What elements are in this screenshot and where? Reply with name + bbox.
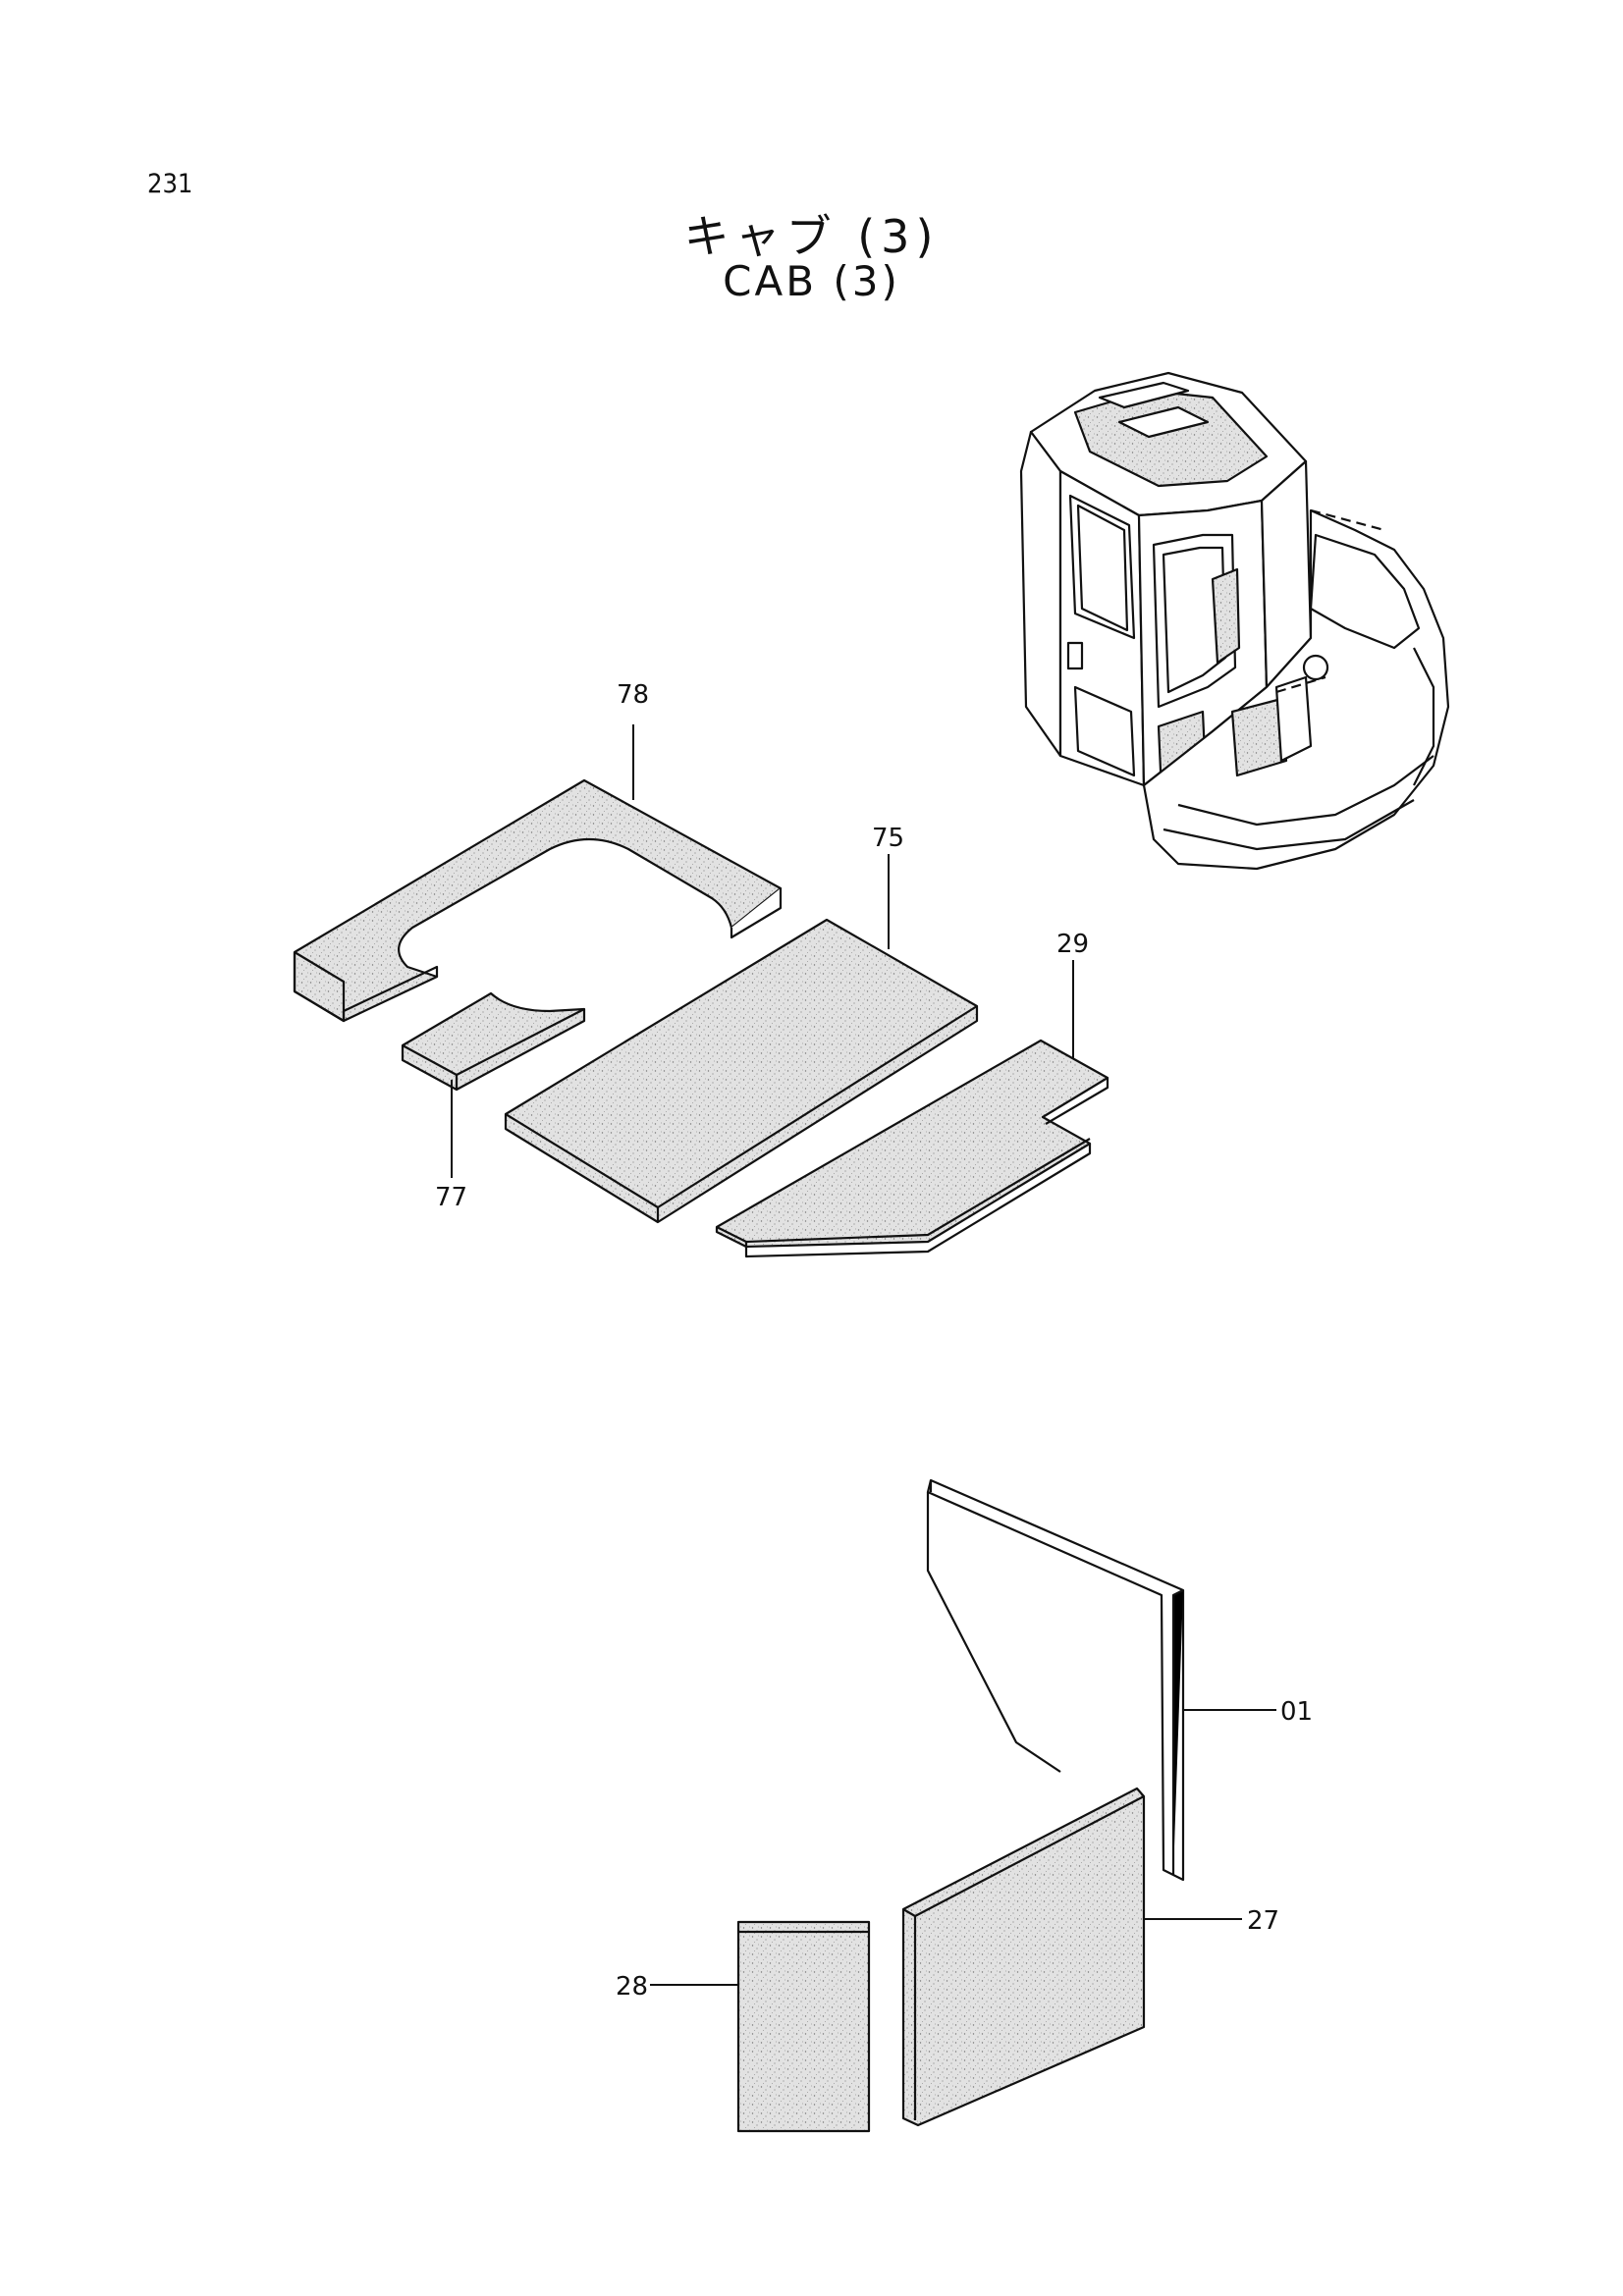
leader-lines bbox=[451, 724, 1276, 1986]
part-75-mat bbox=[504, 918, 979, 1224]
page-number: 231 bbox=[147, 169, 193, 199]
callout-28: 28 bbox=[616, 1972, 648, 2002]
callout-labels: 78 75 29 77 01 27 28 bbox=[435, 680, 1313, 2002]
title-english: CAB (3) bbox=[723, 257, 900, 305]
callout-78: 78 bbox=[617, 680, 649, 710]
callout-75: 75 bbox=[872, 824, 904, 853]
part-29-mat bbox=[715, 1039, 1109, 1258]
part-78-mat bbox=[293, 778, 783, 1023]
callout-29: 29 bbox=[1056, 930, 1089, 959]
title-japanese: キャブ (3) bbox=[683, 210, 940, 263]
callout-01: 01 bbox=[1280, 1697, 1313, 1727]
callout-77: 77 bbox=[435, 1183, 467, 1212]
callout-27: 27 bbox=[1247, 1906, 1279, 1936]
part-01-panel bbox=[926, 1478, 1185, 1882]
part-28-panel bbox=[736, 1920, 871, 2133]
part-77-mat bbox=[401, 991, 586, 1092]
part-27-panel bbox=[901, 1787, 1146, 2127]
cab-illustration bbox=[1019, 371, 1450, 871]
